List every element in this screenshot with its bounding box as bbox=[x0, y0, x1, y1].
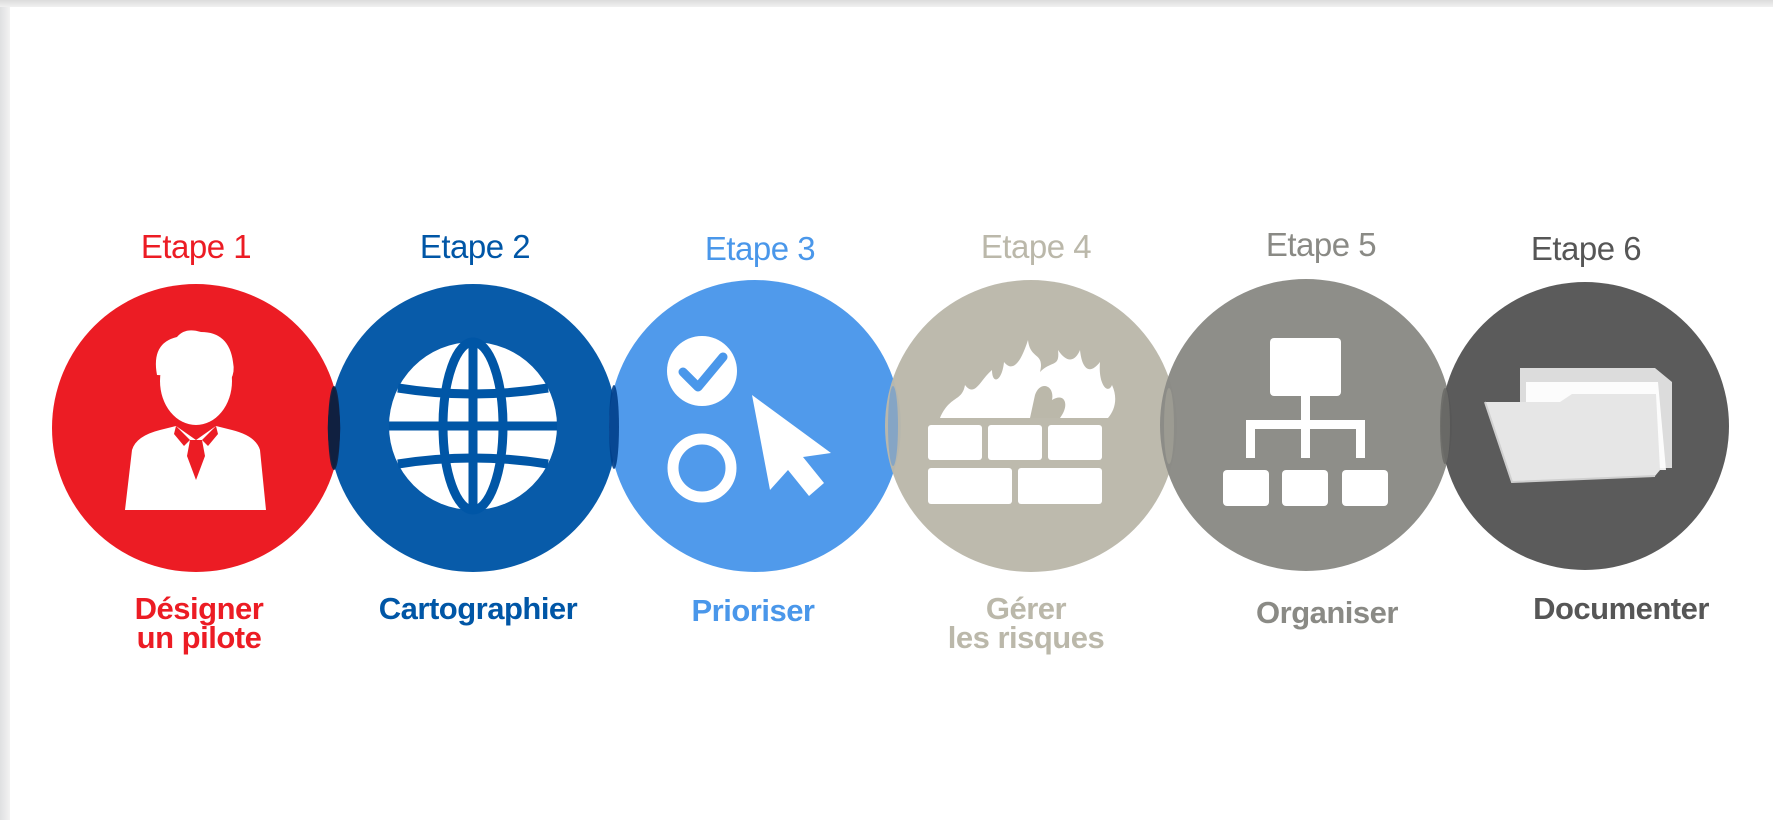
step1-label: Etape 1 bbox=[140, 228, 252, 265]
overlap-3-4-lens bbox=[888, 386, 898, 466]
step5-name: Organiser bbox=[1187, 595, 1467, 630]
overlap-2-3-lens bbox=[609, 385, 619, 469]
step3-circle bbox=[609, 280, 901, 572]
overlap-5-6-lens bbox=[1440, 388, 1450, 464]
firewall-icon bbox=[928, 340, 1116, 504]
step2-name-line1: Cartographier bbox=[378, 591, 578, 626]
step4-name: Gérer les risques bbox=[886, 591, 1166, 655]
step6-label: Etape 6 bbox=[1530, 230, 1642, 267]
step4-name-line1: Gérer bbox=[985, 591, 1067, 626]
step2-label: Etape 2 bbox=[419, 228, 531, 265]
step5-label: Etape 5 bbox=[1265, 226, 1377, 263]
step3-label: Etape 3 bbox=[704, 230, 816, 267]
step2-name: Cartographier bbox=[338, 591, 618, 626]
step1-name-line2: un pilote bbox=[136, 620, 262, 655]
step3-name: Prioriser bbox=[613, 593, 893, 628]
folder-icon bbox=[1484, 368, 1672, 484]
step4-name-line2: les risques bbox=[947, 620, 1105, 655]
top-bar bbox=[0, 0, 1773, 7]
step4-label: Etape 4 bbox=[980, 228, 1092, 265]
step1-circle bbox=[52, 284, 340, 572]
person-icon bbox=[125, 330, 266, 510]
step6-name: Documenter bbox=[1481, 591, 1761, 626]
org-chart-icon bbox=[1223, 338, 1388, 506]
step1-name-line1: Désigner bbox=[134, 591, 264, 626]
globe-icon bbox=[389, 337, 557, 515]
overlap-1-2-lens bbox=[328, 386, 340, 470]
step5-name-line1: Organiser bbox=[1256, 595, 1398, 630]
step6-name-line1: Documenter bbox=[1533, 591, 1709, 626]
step1-name: Désigner un pilote bbox=[59, 591, 339, 655]
overlap-4-5-lens bbox=[1164, 388, 1174, 464]
priority-cursor-icon bbox=[667, 336, 831, 503]
step3-name-line1: Prioriser bbox=[691, 593, 815, 628]
